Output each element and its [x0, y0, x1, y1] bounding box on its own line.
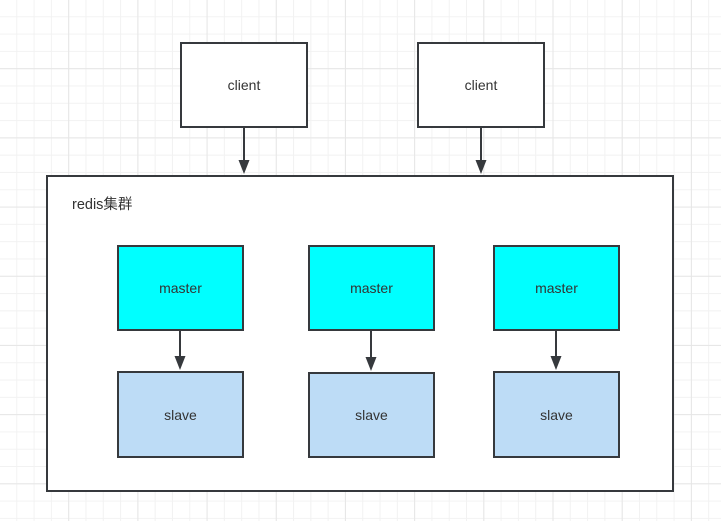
slave-node-1-label: slave — [164, 406, 197, 423]
master-node-1[interactable]: master — [117, 245, 244, 331]
master-node-3[interactable]: master — [493, 245, 620, 331]
client-1-to-cluster-arrow — [238, 128, 250, 174]
client-node-2-label: client — [464, 77, 498, 93]
master-node-3-label: master — [535, 280, 578, 296]
redis-cluster-label: redis集群 — [72, 197, 133, 213]
slave-node-2-label: slave — [355, 407, 388, 423]
master-node-1-label: master — [159, 280, 202, 296]
slave-node-3[interactable]: slave — [493, 371, 620, 458]
client-node-1[interactable]: client — [180, 42, 308, 128]
master-node-2-label: master — [350, 280, 393, 296]
slave-node-3-label: slave — [540, 406, 573, 423]
slave-node-1[interactable]: slave — [117, 371, 244, 458]
client-node-1-label: client — [227, 77, 261, 93]
master-node-2[interactable]: master — [308, 245, 435, 331]
client-node-2[interactable]: client — [417, 42, 545, 128]
client-2-to-cluster-arrow — [475, 128, 487, 174]
slave-node-2[interactable]: slave — [308, 372, 435, 458]
